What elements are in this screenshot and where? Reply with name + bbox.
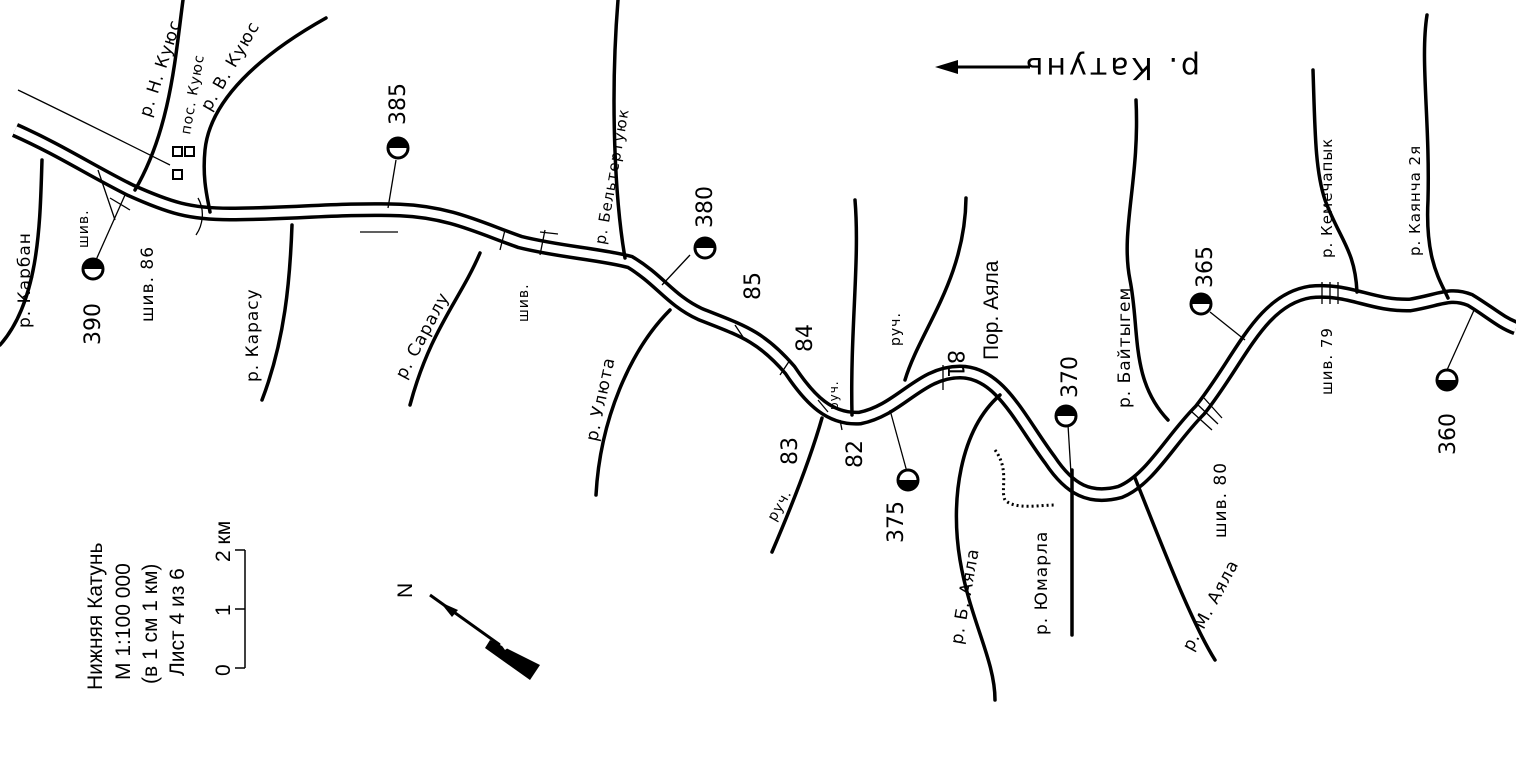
km-mark-84: 84: [793, 324, 818, 352]
katun-river: [11, 123, 1516, 503]
km-mark-85: 85: [741, 272, 766, 300]
km-mark-82: 82: [843, 440, 868, 468]
elevation-375: 375: [884, 501, 909, 543]
legend: Нижняя Катунь М 1:100 000 (в 1 см 1 км) …: [84, 521, 246, 690]
label-karban: р. Карбан: [15, 232, 35, 328]
label-yumarla: р. Юмарла: [1032, 531, 1052, 635]
elevation-390: 390: [81, 303, 106, 345]
settlement-icon: [172, 146, 195, 180]
elevation-marker: [889, 409, 920, 492]
elevation-marker: [386, 136, 410, 209]
legend-sheet: Лист 4 из 6: [166, 568, 189, 676]
elevation-marker: [1054, 404, 1078, 491]
elevation-marker: [1189, 292, 1246, 341]
north-arrow: N: [394, 583, 540, 680]
scale-bar: [235, 549, 246, 669]
label-n-kuyus: р. Н. Куюс: [136, 17, 186, 119]
label-shiv79: шив. 79: [1318, 327, 1336, 395]
elevation-markers: [81, 136, 1476, 492]
label-ruch-mid: руч.: [827, 380, 841, 410]
label-baitygem: р. Байтыгем: [1115, 287, 1135, 408]
label-beltertuyuk: р. Бельтертуюк: [591, 107, 633, 246]
map-title: р. Катунь: [1023, 50, 1200, 85]
rapids-marks: [97, 169, 1339, 431]
legend-scale-note: (в 1 см 1 км): [139, 564, 162, 684]
elevation-marker: [81, 194, 126, 281]
label-ruch-upper: руч.: [888, 312, 904, 346]
label-shiv80: шив. 80: [1211, 462, 1231, 538]
elevation-380: 380: [693, 186, 718, 228]
north-label: N: [394, 583, 417, 598]
scale-tick-2: 2 км: [212, 521, 235, 562]
scale-tick-1: 1: [212, 604, 235, 616]
elevation-marker: [1435, 307, 1476, 392]
label-shiv-a: шив.: [76, 209, 92, 248]
elevation-360: 360: [1436, 413, 1461, 455]
km-mark-81: 81: [942, 350, 967, 378]
scale-tick-0: 0: [212, 664, 235, 676]
elevation-385: 385: [386, 83, 411, 125]
legend-name: Нижняя Катунь: [84, 542, 107, 690]
tributaries: [0, 0, 1450, 702]
km-mark-83: 83: [778, 437, 803, 465]
elevation-370: 370: [1058, 356, 1083, 398]
label-kemechapyk: р. Кемечапык: [1318, 138, 1336, 258]
elevation-365: 365: [1193, 246, 1218, 288]
flow-direction-arrow: [935, 60, 1030, 74]
label-shiv86: шив. 86: [138, 246, 158, 322]
label-kayancha: р. Каянча 2я: [1406, 145, 1424, 256]
label-shiv-b: шив.: [516, 283, 532, 322]
elevation-marker: [661, 236, 717, 286]
label-karasu: р. Карасу: [243, 288, 263, 382]
label-por-ayala: Пор. Аяла: [980, 260, 1003, 360]
legend-scale: М 1:100 000: [112, 563, 135, 680]
road-line: [17, 89, 171, 166]
